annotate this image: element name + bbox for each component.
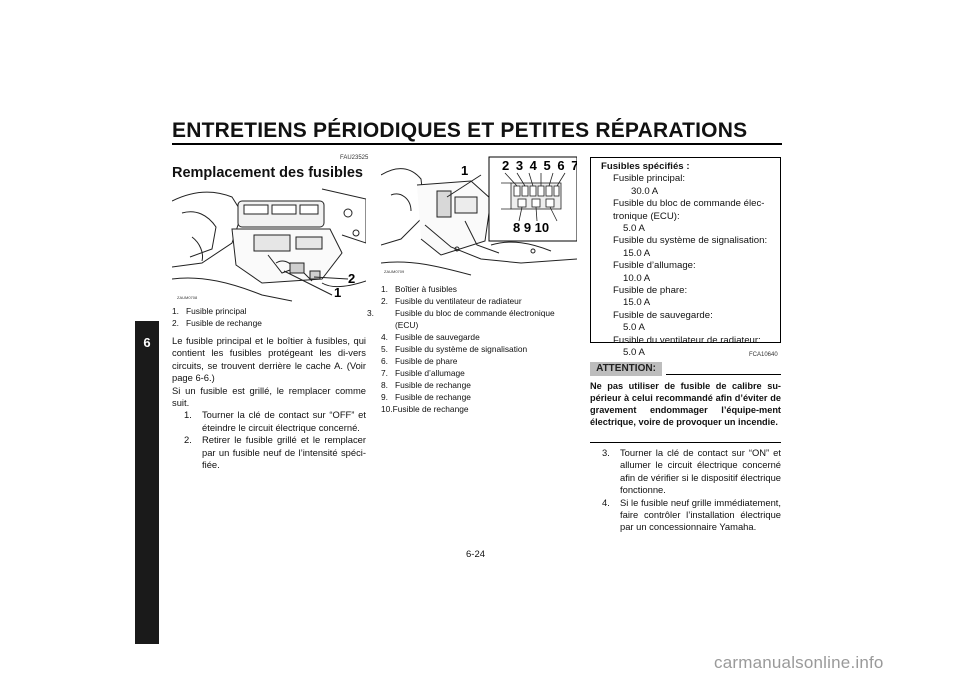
- caption-item: 8.Fusible de rechange: [381, 380, 471, 390]
- chapter-number: 6: [143, 335, 151, 350]
- caption-item: 1.Fusible principal: [172, 306, 247, 316]
- caption-item: 10.Fusible de rechange: [381, 404, 469, 414]
- callout-1: 1: [334, 285, 341, 300]
- caption-item: 5.Fusible du système de signalisation: [381, 344, 528, 354]
- main-fuse-figure: ZAUM0708 2 1: [172, 183, 366, 303]
- spec-value: 15.0 A: [623, 247, 651, 259]
- fuse-spec-box: Fusibles spécifiés : Fusible principal: …: [590, 157, 781, 358]
- spec-value: 30.0 A: [631, 185, 659, 197]
- spec-value: 5.0 A: [623, 347, 645, 359]
- spec-value: 10.0 A: [623, 272, 651, 284]
- paragraph: Le fusible principal et le boîtier à fus…: [172, 335, 366, 384]
- spec-value: 15.0 A: [623, 297, 651, 309]
- middle-caption-list: 1.Boîtier à fusibles 2.Fusible du ventil…: [367, 283, 577, 415]
- caption-item: 4.Fusible de sauvegarde: [381, 332, 480, 342]
- left-caption-list: 1.Fusible principal 2.Fusible de rechang…: [172, 305, 366, 329]
- attention-rule: [590, 442, 781, 443]
- caption-item: 9.Fusible de rechange: [381, 392, 471, 402]
- attention-text: Ne pas utiliser de fusible de calibre su…: [590, 381, 781, 427]
- fuse-callouts-top: 2 3 4 5 6 7: [502, 158, 577, 173]
- paragraph: Si un fusible est grillé, le remplacer c…: [172, 384, 366, 409]
- header-rule: [172, 143, 782, 145]
- figure-code: ZAUM0709: [384, 269, 405, 274]
- spec-value: 5.0 A: [623, 322, 645, 334]
- caption-item: 3.Fusible du bloc de commande électroniq…: [367, 308, 555, 330]
- caption-item: 7.Fusible d’allumage: [381, 368, 465, 378]
- page-number: 6-24: [466, 549, 486, 560]
- caption-item: 2.Fusible du ventilateur de radiateur: [381, 296, 522, 306]
- attention-code: FCA10640: [749, 352, 778, 358]
- caption-item: 6.Fusible de phare: [381, 356, 458, 366]
- section-code: FAU23525: [340, 155, 369, 161]
- section-title: Remplacement des fusibles: [172, 165, 363, 181]
- spec-name: Fusible de sauvegarde:: [613, 309, 713, 321]
- fuse-box-figure: 2 3 4 5 6 7 8 9 10 1 ZAUM0709: [381, 155, 577, 279]
- spec-name: Fusible du bloc de commande élec-troniqu…: [613, 198, 765, 222]
- spec-name: Fusible de phare:: [613, 285, 688, 297]
- page-header-title: ENTRETIENS PÉRIODIQUES ET PETITES RÉPARA…: [172, 119, 748, 142]
- left-body-text: Le fusible principal et le boîtier à fus…: [172, 335, 366, 471]
- spec-value: 5.0 A: [623, 223, 645, 235]
- caption-item: 1.Boîtier à fusibles: [381, 284, 457, 294]
- fuse-callouts-bottom: 8 9 10: [513, 220, 549, 235]
- step-item: 4.Si le fusible neuf grille immédiatemen…: [602, 496, 781, 533]
- figure-code: ZAUM0708: [177, 295, 198, 300]
- watermark: carmanualsonline.info: [714, 653, 884, 672]
- spec-name: Fusible du système de signalisation:: [613, 235, 768, 247]
- chapter-tab: [135, 321, 159, 644]
- callout-2: 2: [348, 271, 355, 286]
- spec-name: Fusible d’allumage:: [613, 260, 696, 272]
- right-steps: 3.Tourner la clé de contact sur “ON” et …: [590, 447, 781, 534]
- spec-title: Fusibles spécifiés :: [601, 161, 690, 172]
- caption-item: 2.Fusible de rechange: [172, 318, 262, 328]
- callout-1: 1: [461, 163, 468, 178]
- step-item: 1.Tourner la clé de contact sur “OFF” et…: [184, 409, 366, 433]
- attention-line: [666, 374, 781, 375]
- spec-name: Fusible principal:: [613, 173, 685, 185]
- attention-label: ATTENTION:: [590, 362, 662, 376]
- step-item: 3.Tourner la clé de contact sur “ON” et …: [602, 447, 781, 496]
- spec-name: Fusible du ventilateur de radiateur:: [613, 334, 761, 346]
- step-item: 2.Retirer le fusible grillé et le rempla…: [184, 434, 366, 471]
